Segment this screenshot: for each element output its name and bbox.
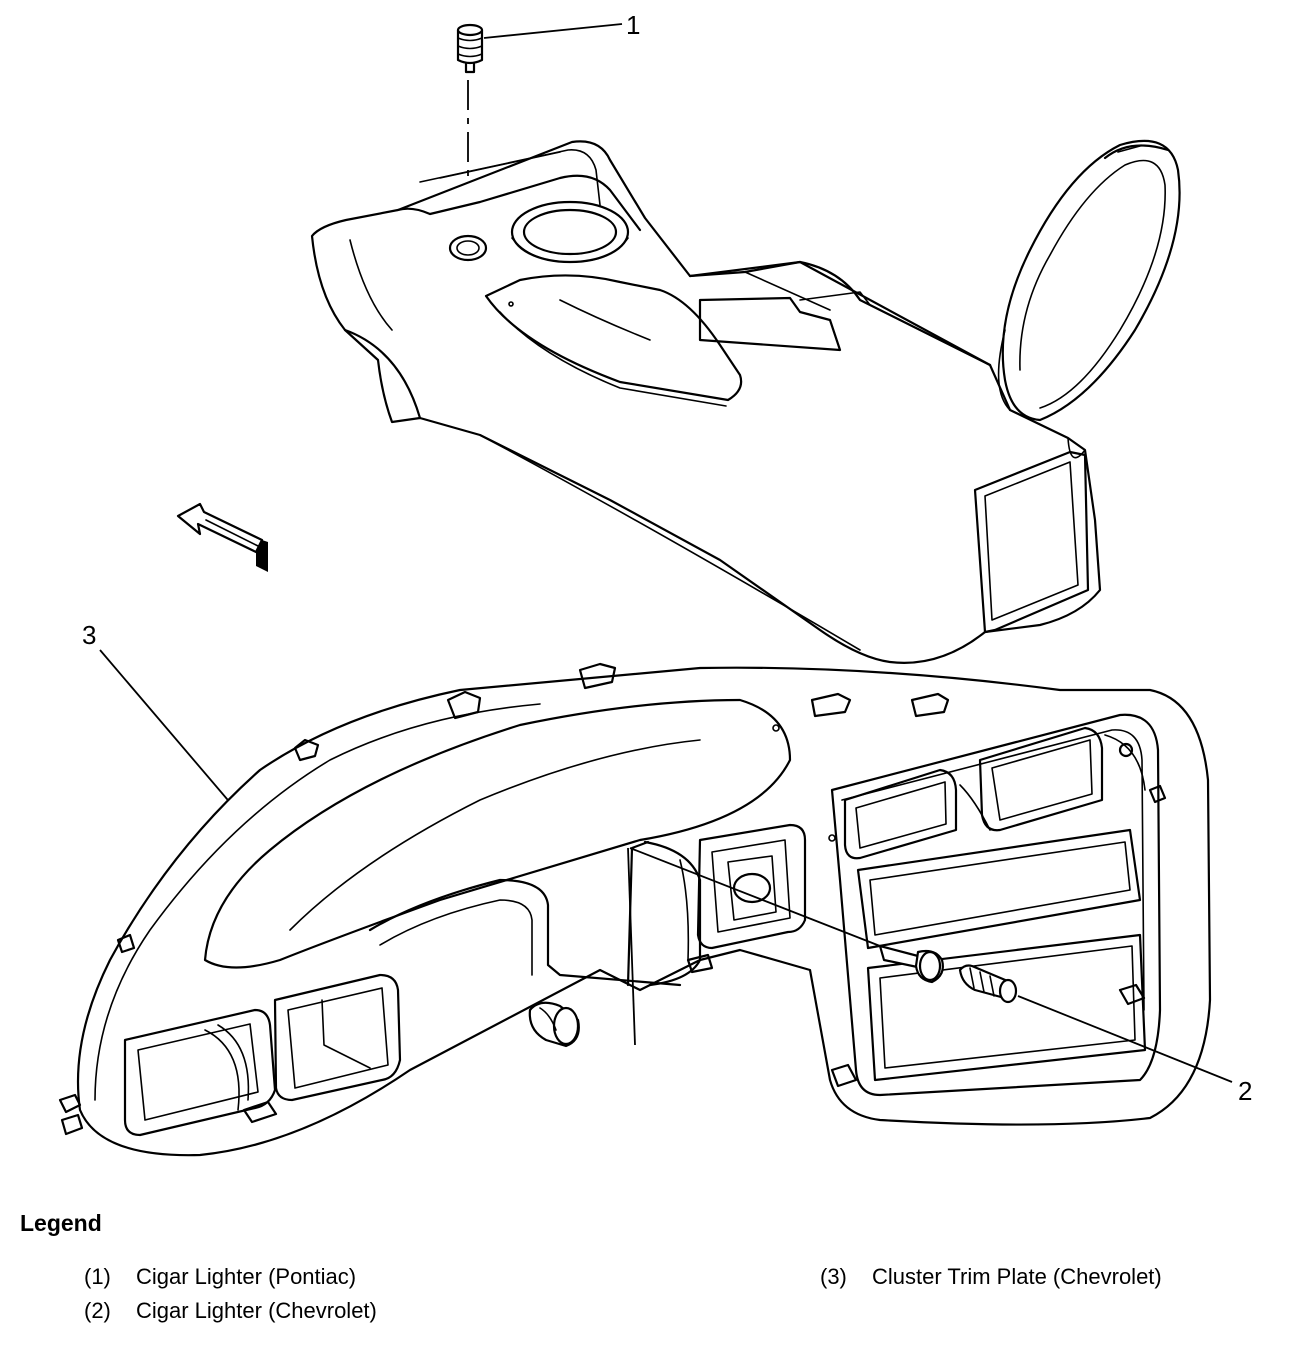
legend-title: Legend — [20, 1210, 102, 1236]
legend-item-label: Cluster Trim Plate (Chevrolet) — [872, 1264, 1162, 1289]
legend-item-number: (3) — [820, 1264, 847, 1289]
legend-item-label: Cigar Lighter (Pontiac) — [136, 1264, 357, 1289]
cluster-trim-plate — [58, 301, 1212, 1157]
legend: Legend (1) Cigar Lighter (Pontiac) (2) Cig… — [0, 1190, 1312, 1346]
knob-part — [528, 1001, 580, 1048]
legend-item-label: Cigar Lighter (Chevrolet) — [136, 1298, 377, 1323]
exploded-diagram: 1 — [58, 10, 1252, 1157]
callout-2-leader — [1017, 995, 1233, 1083]
legend-item-number: (2) — [84, 1298, 111, 1323]
front-direction-arrow-icon — [176, 502, 268, 572]
callout-3-leader — [99, 649, 251, 827]
callout-2: 2 — [1238, 1076, 1252, 1106]
callout-1: 1 — [626, 10, 640, 40]
legend-item-2: (2) Cigar Lighter (Chevrolet) — [84, 1298, 377, 1324]
callout-3: 3 — [82, 620, 96, 650]
legend-item-1: (1) Cigar Lighter (Pontiac) — [84, 1264, 356, 1290]
cigar-lighter-pontiac — [456, 23, 484, 74]
center-console — [310, 139, 1181, 664]
legend-item-number: (1) — [84, 1264, 111, 1289]
legend-item-3: (3) Cluster Trim Plate (Chevrolet) — [820, 1264, 1162, 1290]
cigar-lighter-chevrolet — [629, 847, 1018, 1004]
